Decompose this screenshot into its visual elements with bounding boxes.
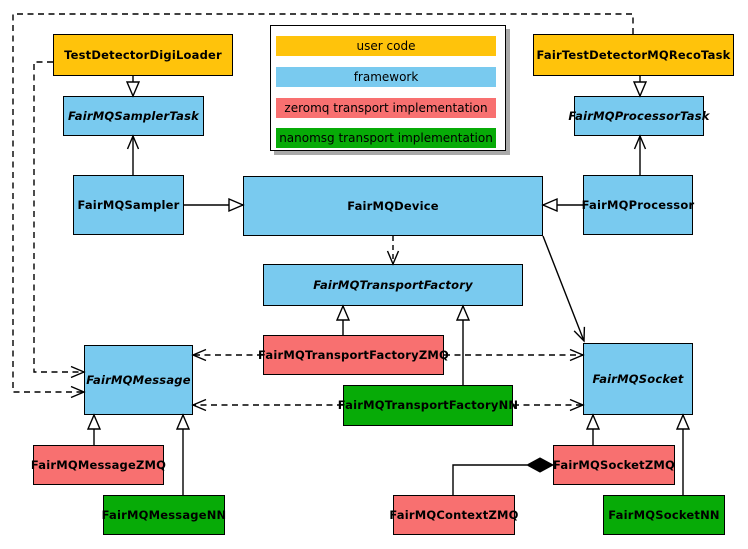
legend-item-user-code: user code [276,36,496,56]
node-fairmqsamplertask: FairMQSamplerTask [63,96,204,136]
composition-diamond [525,457,555,473]
node-fairtestdetectormqrecotask: FairTestDetectorMQRecoTask [533,34,734,76]
node-fairmqsampler: FairMQSampler [73,175,184,235]
edge-contextzmq-to-socketzmq [452,464,527,495]
node-fairmqdevice: FairMQDevice [243,176,543,236]
legend: user code framework zeromq transport imp… [270,25,506,151]
node-fairmqtransportfactoryzmq: FairMQTransportFactoryZMQ [258,335,449,375]
node-fairmqsocket: FairMQSocket [583,343,693,415]
node-fairmqmessagezmq: FairMQMessageZMQ [31,445,166,485]
legend-item-framework: framework [276,67,496,87]
node-fairmqtransportfactory: FairMQTransportFactory [263,264,523,306]
node-fairmqmessagenn: FairMQMessageNN [102,495,226,535]
node-fairmqprocessortask: FairMQProcessorTask [568,96,709,136]
node-fairmqsocketzmq: FairMQSocketZMQ [553,445,675,485]
legend-item-nanomsg: nanomsg transport implementation [276,128,496,148]
node-testdetectordigiloader: TestDetectorDigiLoader [53,34,233,76]
node-fairmqprocessor: FairMQProcessor [582,175,694,235]
node-fairmqtransportfactorynn: FairMQTransportFactoryNN [338,385,518,426]
node-fairmqsocketnn: FairMQSocketNN [603,495,725,535]
legend-item-zeromq: zeromq transport implementation [276,98,496,118]
edge-device-to-socket [542,235,586,343]
node-fairmqcontextzmq: FairMQContextZMQ [389,495,518,535]
node-fairmqmessage: FairMQMessage [84,345,193,415]
